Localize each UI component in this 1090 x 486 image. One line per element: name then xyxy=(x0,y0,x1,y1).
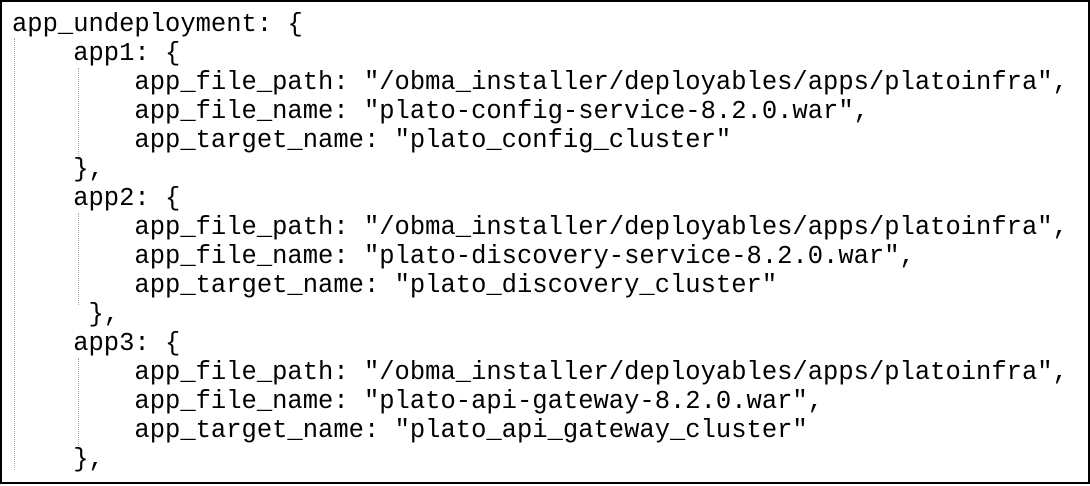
code-punct: , xyxy=(1052,213,1068,242)
code-colon: : xyxy=(333,68,364,97)
code-colon: : xyxy=(134,329,166,358)
code-line: app_file_name: "plato-config-service-8.2… xyxy=(12,97,1088,126)
code-line: app_undeployment: { xyxy=(12,10,1088,39)
code-string: "plato-config-service-8.2.0.war" xyxy=(363,97,854,126)
code-key: app_target_name xyxy=(134,416,364,445)
code-line: app_file_name: "plato-discovery-service-… xyxy=(12,242,1088,271)
code-string: "/obma_installer/deployables/apps/platoi… xyxy=(363,68,1053,97)
code-line: app_target_name: "plato_discovery_cluste… xyxy=(12,271,1088,300)
code-key: app3 xyxy=(73,329,135,358)
code-string: "plato-api-gateway-8.2.0.war" xyxy=(363,387,808,416)
code-colon: : xyxy=(363,271,395,300)
code-key: app_file_name xyxy=(134,387,334,416)
code-colon: : xyxy=(134,184,166,213)
code-line: app_file_path: "/obma_installer/deployab… xyxy=(12,358,1088,387)
code-string: "/obma_installer/deployables/apps/platoi… xyxy=(363,358,1053,387)
code-line: app_target_name: "plato_config_cluster" xyxy=(12,126,1088,155)
code-line: }, xyxy=(12,300,1088,329)
code-string: "plato_discovery_cluster" xyxy=(394,271,778,300)
indent-guide xyxy=(78,68,79,160)
code-colon: : xyxy=(333,97,364,126)
code-colon: : xyxy=(363,126,395,155)
code-block: app_undeployment: {app1: {app_file_path:… xyxy=(2,2,1088,474)
code-colon: : xyxy=(333,387,364,416)
code-punct: }, xyxy=(73,445,104,474)
code-punct: , xyxy=(1052,68,1068,97)
code-line: app_file_path: "/obma_installer/deployab… xyxy=(12,213,1088,242)
code-key: app_file_path xyxy=(134,213,334,242)
code-punct: }, xyxy=(73,155,104,184)
code-key: app_file_path xyxy=(134,68,334,97)
indent-guide xyxy=(78,213,79,305)
code-key: app_file_path xyxy=(134,358,334,387)
code-key: app_file_name xyxy=(134,242,334,271)
code-colon: : xyxy=(333,358,364,387)
code-colon: : xyxy=(363,416,395,445)
code-colon: : xyxy=(256,10,288,39)
code-punct: { xyxy=(165,329,181,358)
code-punct: , xyxy=(1052,358,1068,387)
code-line: }, xyxy=(12,155,1088,184)
code-string: "plato-discovery-service-8.2.0.war" xyxy=(363,242,900,271)
code-key: app2 xyxy=(73,184,135,213)
code-key: app1 xyxy=(73,39,135,68)
code-colon: : xyxy=(333,242,364,271)
code-punct: , xyxy=(899,242,915,271)
code-line: app_file_path: "/obma_installer/deployab… xyxy=(12,68,1088,97)
code-line: app2: { xyxy=(12,184,1088,213)
indent-guide xyxy=(14,38,15,470)
indent-guide xyxy=(78,358,79,450)
code-punct: { xyxy=(287,10,303,39)
code-key: app_target_name xyxy=(134,271,364,300)
code-line: app3: { xyxy=(12,329,1088,358)
code-key: app_target_name xyxy=(134,126,364,155)
code-string: "plato_api_gateway_cluster" xyxy=(394,416,808,445)
code-punct: { xyxy=(165,184,181,213)
code-string: "plato_config_cluster" xyxy=(394,126,732,155)
code-key: app_file_name xyxy=(134,97,334,126)
code-line: app_file_name: "plato-api-gateway-8.2.0.… xyxy=(12,387,1088,416)
code-key: app_undeployment xyxy=(12,10,257,39)
code-colon: : xyxy=(134,39,166,68)
code-line: app_target_name: "plato_api_gateway_clus… xyxy=(12,416,1088,445)
code-punct: , xyxy=(853,97,869,126)
code-line: }, xyxy=(12,445,1088,474)
code-punct: }, xyxy=(88,300,120,329)
code-punct: , xyxy=(807,387,824,416)
code-punct: { xyxy=(165,39,181,68)
code-line: app1: { xyxy=(12,39,1088,68)
code-string: "/obma_installer/deployables/apps/platoi… xyxy=(363,213,1053,242)
code-colon: : xyxy=(333,213,364,242)
